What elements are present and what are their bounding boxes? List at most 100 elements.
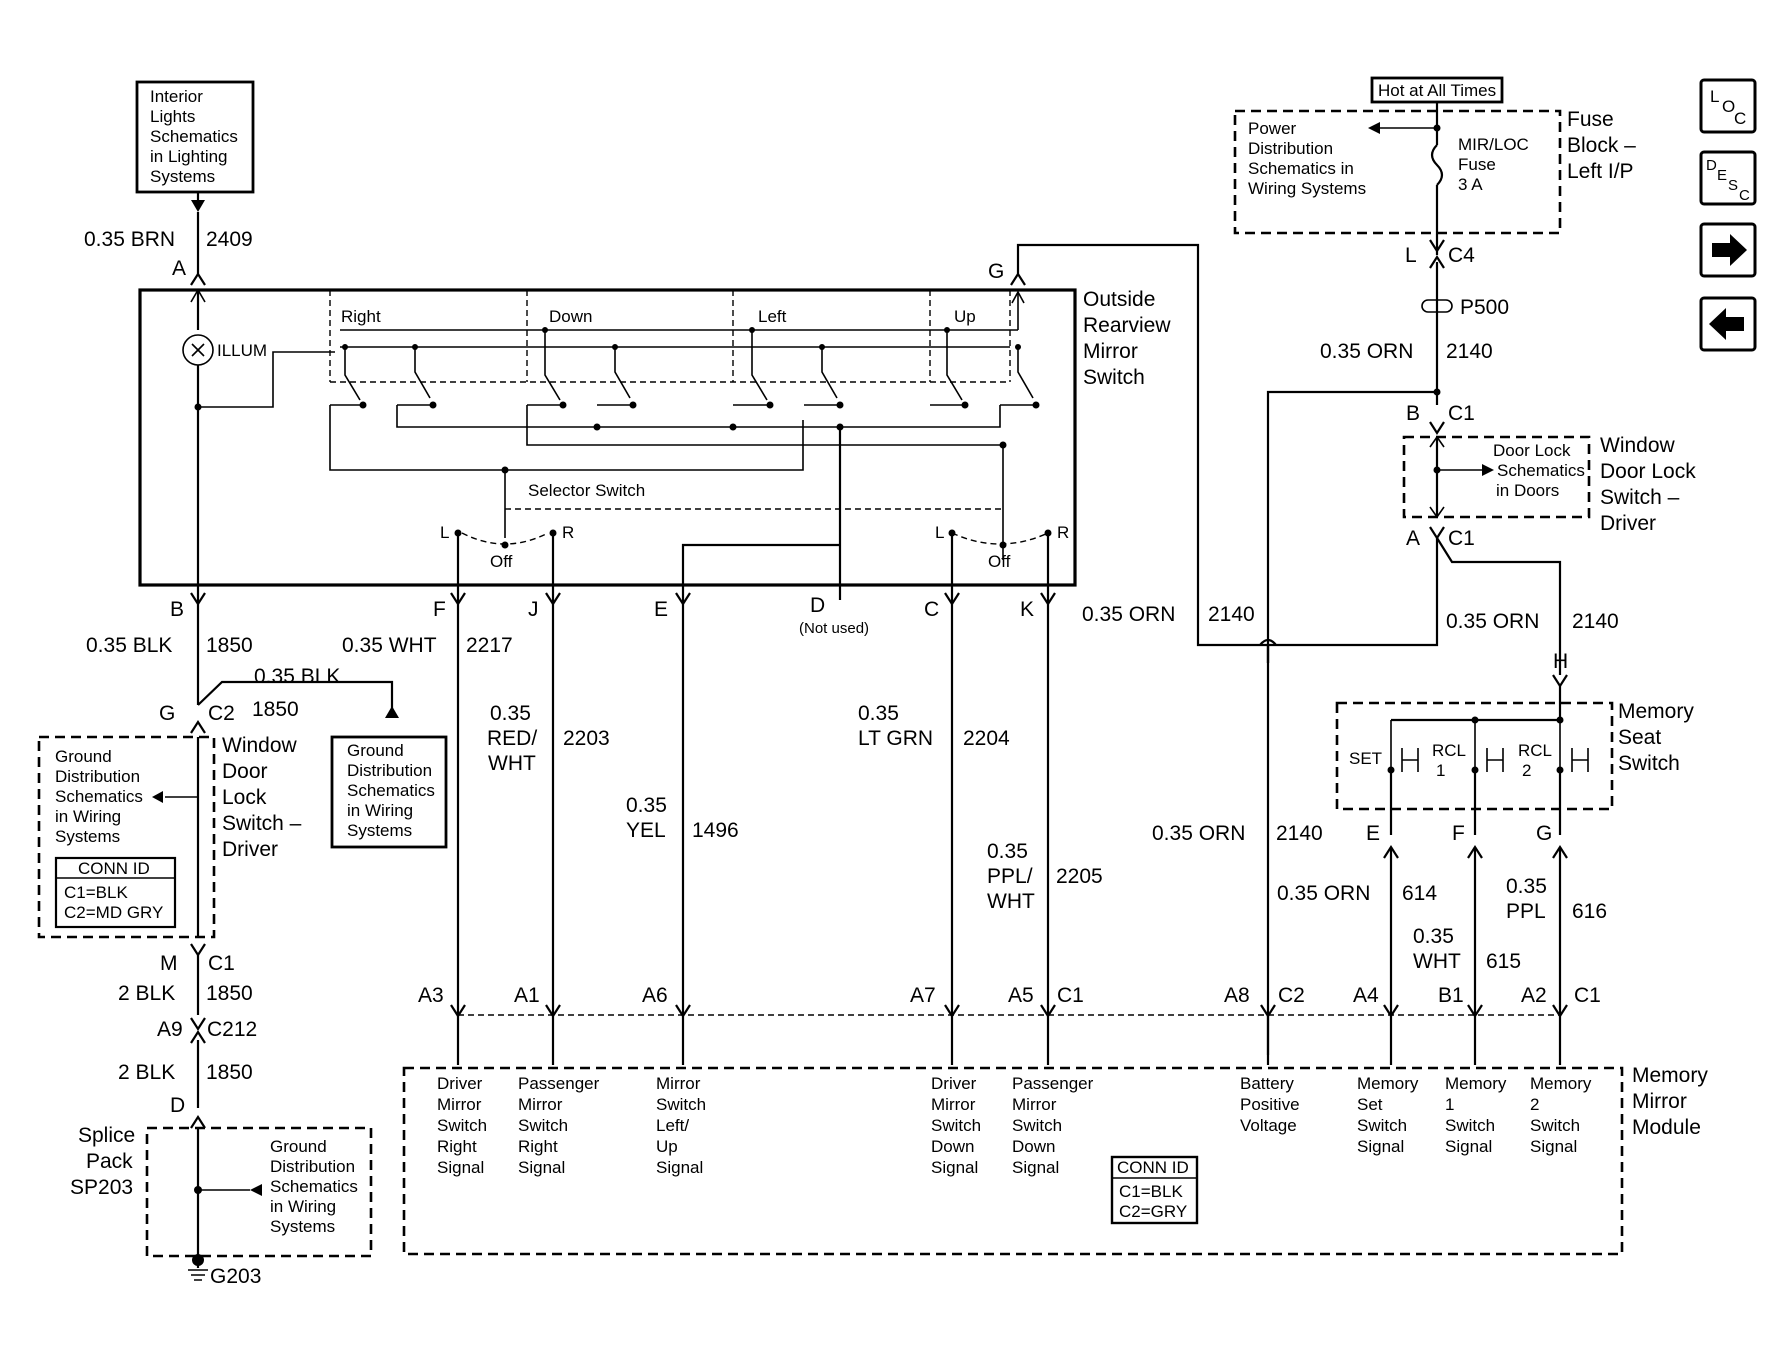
previous-page-button[interactable] (1699, 296, 1757, 352)
svg-text:Schematics: Schematics (270, 1177, 358, 1196)
svg-text:3 A: 3 A (1458, 175, 1483, 194)
selector-switch-label: Selector Switch (528, 481, 645, 500)
svg-text:A6: A6 (642, 984, 668, 1007)
svg-text:A5: A5 (1008, 984, 1034, 1007)
svg-text:1850: 1850 (206, 982, 253, 1005)
outside-mirror-switch: Outside Rearview Mirror Switch ILLUM Rig… (138, 288, 1171, 600)
svg-text:Rearview: Rearview (1083, 314, 1171, 337)
svg-text:0.35 ORN: 0.35 ORN (1152, 822, 1245, 845)
svg-text:Switch: Switch (1357, 1116, 1407, 1135)
svg-text:D: D (810, 594, 825, 617)
svg-text:Mirror: Mirror (656, 1074, 701, 1093)
svg-text:Memory: Memory (1445, 1074, 1507, 1093)
svg-text:Schematics: Schematics (1497, 461, 1585, 480)
svg-text:A9: A9 (157, 1018, 183, 1041)
svg-text:Signal: Signal (1445, 1137, 1492, 1156)
svg-text:Left/: Left/ (656, 1116, 689, 1135)
svg-text:0.35: 0.35 (987, 840, 1028, 863)
svg-text:C1: C1 (1574, 984, 1601, 1007)
svg-text:Systems: Systems (270, 1217, 335, 1236)
svg-text:C: C (1739, 187, 1750, 204)
svg-text:616: 616 (1572, 900, 1607, 923)
svg-text:Switch: Switch (1618, 752, 1680, 775)
svg-text:Mirror: Mirror (931, 1095, 976, 1114)
next-page-button[interactable] (1699, 222, 1757, 278)
svg-text:SP203: SP203 (70, 1176, 133, 1199)
svg-text:SET: SET (1349, 749, 1382, 768)
svg-text:Mirror: Mirror (1012, 1095, 1057, 1114)
svg-text:C2=MD GRY: C2=MD GRY (64, 903, 163, 922)
svg-text:Right: Right (518, 1137, 558, 1156)
svg-text:Fuse: Fuse (1567, 108, 1614, 131)
svg-text:L: L (1710, 87, 1719, 106)
svg-text:D: D (170, 1094, 185, 1117)
desc-button[interactable]: D E S C (1699, 150, 1757, 206)
svg-text:1850: 1850 (252, 698, 299, 721)
svg-text:E: E (1717, 167, 1727, 184)
section-left: Left (758, 307, 787, 326)
svg-text:Right: Right (437, 1137, 477, 1156)
svg-text:Systems: Systems (55, 827, 120, 846)
svg-text:Signal: Signal (931, 1158, 978, 1177)
svg-text:Distribution: Distribution (347, 761, 432, 780)
svg-text:A2: A2 (1521, 984, 1547, 1007)
svg-text:Switch: Switch (437, 1116, 487, 1135)
svg-text:G: G (159, 702, 175, 725)
svg-text:A1: A1 (514, 984, 540, 1007)
svg-text:2217: 2217 (466, 634, 513, 657)
svg-text:Power: Power (1248, 119, 1297, 138)
loc-button[interactable]: L O C (1699, 78, 1757, 134)
svg-text:2205: 2205 (1056, 865, 1103, 888)
svg-text:CONN ID: CONN ID (78, 859, 150, 878)
svg-text:C212: C212 (207, 1018, 257, 1041)
svg-text:2 BLK: 2 BLK (118, 1061, 175, 1084)
svg-text:C2=GRY: C2=GRY (1119, 1202, 1187, 1221)
svg-text:Schematics: Schematics (347, 781, 435, 800)
svg-text:J: J (528, 598, 539, 621)
svg-text:615: 615 (1486, 950, 1521, 973)
svg-text:A3: A3 (418, 984, 444, 1007)
svg-text:Left I/P: Left I/P (1567, 160, 1634, 183)
svg-text:Signal: Signal (518, 1158, 565, 1177)
svg-text:C4: C4 (1448, 244, 1475, 267)
svg-text:G203: G203 (210, 1265, 261, 1288)
svg-text:Window: Window (1600, 434, 1676, 457)
svg-text:Switch: Switch (1445, 1116, 1495, 1135)
svg-text:Ground: Ground (270, 1137, 327, 1156)
svg-text:Switch –: Switch – (1600, 486, 1680, 509)
svg-text:1850: 1850 (206, 1061, 253, 1084)
svg-text:C: C (1734, 109, 1746, 128)
svg-text:Pack: Pack (86, 1150, 133, 1173)
svg-text:YEL: YEL (626, 819, 666, 842)
svg-text:C: C (924, 598, 939, 621)
svg-text:C1: C1 (1448, 402, 1475, 425)
svg-text:Passenger: Passenger (1012, 1074, 1094, 1093)
section-up: Up (954, 307, 976, 326)
svg-text:WHT: WHT (488, 752, 536, 775)
svg-text:Switch: Switch (1083, 366, 1145, 389)
svg-text:Schematics: Schematics (150, 127, 238, 146)
svg-text:Signal: Signal (1012, 1158, 1059, 1177)
svg-text:B1: B1 (1438, 984, 1464, 1007)
arrow-down-icon (191, 200, 205, 212)
svg-text:in Lighting: in Lighting (150, 147, 228, 166)
svg-text:Mirror: Mirror (1083, 340, 1138, 363)
svg-text:Schematics: Schematics (55, 787, 143, 806)
svg-text:Window: Window (222, 734, 298, 757)
interior-lights-ref-box: Interior Lights Schematics in Lighting S… (135, 80, 255, 194)
svg-text:0.35: 0.35 (858, 702, 899, 725)
window-door-lock-switch-right: Door Lock Schematics in Doors Window Doo… (1402, 434, 1696, 535)
svg-text:A: A (1406, 527, 1420, 550)
svg-text:0.35 ORN: 0.35 ORN (1446, 610, 1539, 633)
svg-text:PPL: PPL (1506, 900, 1546, 923)
svg-text:Memory: Memory (1357, 1074, 1419, 1093)
svg-text:Driver: Driver (437, 1074, 483, 1093)
svg-text:LT GRN: LT GRN (858, 727, 933, 750)
terminal-a: A (172, 257, 186, 280)
svg-text:0.35 BLK: 0.35 BLK (86, 634, 172, 657)
svg-text:614: 614 (1402, 882, 1437, 905)
svg-text:WHT: WHT (987, 890, 1035, 913)
memory-mirror-module: A3 A1 A6 A7 A5 C1 A8 C2 A4 B1 A2 C1 Driv… (402, 984, 1708, 1256)
svg-text:Wiring Systems: Wiring Systems (1248, 179, 1366, 198)
svg-text:CONN ID: CONN ID (1117, 1158, 1189, 1177)
